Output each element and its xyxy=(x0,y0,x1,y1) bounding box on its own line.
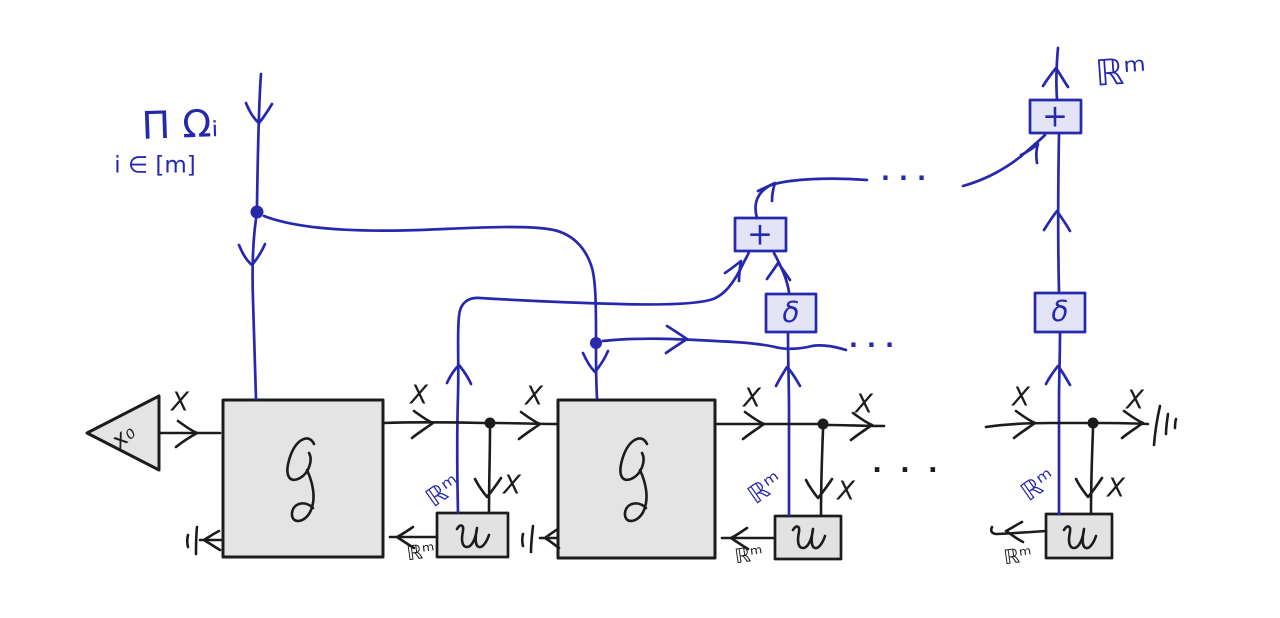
delta-label: δ xyxy=(1051,295,1068,328)
down-arrowhead-icon xyxy=(581,349,610,374)
right-arrowhead-icon xyxy=(174,419,199,449)
u-block-1 xyxy=(435,511,510,559)
state-space-label: X xyxy=(501,471,522,501)
state-junction-3 xyxy=(1087,417,1099,429)
rm-feedback-label: ℝᵐ xyxy=(1002,542,1033,570)
left-arrowhead-icon xyxy=(543,527,561,550)
state-to-u3-line xyxy=(1089,427,1095,515)
u-block-3 xyxy=(1044,512,1114,560)
plus-label: + xyxy=(1042,99,1068,135)
rm-feedback-label: ℝᵐ xyxy=(405,538,436,566)
state-junction-1 xyxy=(484,417,496,429)
delta1-to-plus1-line xyxy=(772,251,791,294)
state-space-label: X xyxy=(741,384,762,414)
measure-continue-line xyxy=(601,337,848,352)
up-right-arrowhead-icon xyxy=(1019,142,1040,165)
g-block-1 xyxy=(221,398,385,559)
terminator-bar-icon xyxy=(529,524,535,554)
right-arrowhead-icon xyxy=(664,324,689,355)
up-arrowhead-icon xyxy=(445,363,473,386)
up-arrowhead-icon xyxy=(1044,364,1072,387)
u2-to-delta1-line xyxy=(786,332,791,517)
output-space-label: ℝᵐ xyxy=(1094,50,1148,94)
down-arrowhead-icon xyxy=(237,242,267,267)
to-g2-line xyxy=(494,421,558,426)
u3-output-line xyxy=(989,525,1048,536)
measure-to-g1-line xyxy=(251,217,258,401)
up-arrowhead-icon xyxy=(1041,66,1070,89)
plus-label: + xyxy=(747,217,773,253)
rm-space-label: ℝᵐ xyxy=(1015,463,1061,507)
down-arrowhead-icon xyxy=(804,477,834,500)
ellipsis-plus-chain: ··· xyxy=(881,164,935,192)
right-arrowhead-icon xyxy=(410,409,435,440)
ellipsis-stages: ··· xyxy=(872,456,956,486)
u1-to-plus1-line xyxy=(455,250,751,514)
up-arrowhead-icon xyxy=(1042,209,1072,233)
terminator-bar-icon xyxy=(1164,412,1170,436)
ellipsis-measure: ··· xyxy=(849,331,903,359)
state-to-u2-line xyxy=(819,428,825,517)
to-next-stage-line xyxy=(827,423,886,428)
measure-distribution-curve xyxy=(262,214,598,339)
right-arrowhead-icon xyxy=(849,411,874,442)
terminator-bar-icon xyxy=(1152,404,1162,447)
state-space-label: X xyxy=(1124,386,1145,416)
up-right-arrowhead-icon xyxy=(723,259,743,283)
delta2-to-plus2-line xyxy=(1056,132,1061,294)
rm-space-label: ℝᵐ xyxy=(742,466,788,510)
down-arrowhead-icon xyxy=(1074,476,1104,499)
right-arrowhead-icon xyxy=(1012,409,1037,440)
left-arrowhead-icon xyxy=(395,525,416,550)
delta-operator-1 xyxy=(764,292,818,334)
state-space-label: X xyxy=(1010,383,1031,413)
down-arrowhead-icon xyxy=(473,476,503,499)
terminator-tick-icon xyxy=(520,532,525,548)
g-block-2 xyxy=(556,398,717,560)
rm-feedback-label: ℝᵐ xyxy=(733,541,764,569)
g1-output-line xyxy=(381,420,486,425)
right-arrowhead-icon xyxy=(517,410,542,441)
up-right-arrowhead-icon xyxy=(756,181,777,203)
state-space-label: X xyxy=(1105,474,1126,504)
state-space-label: X xyxy=(169,388,190,418)
state-to-u1-line xyxy=(487,427,492,513)
product-measure-label: Π Ωᵢ xyxy=(141,101,219,148)
left-arrowhead-icon xyxy=(202,529,222,552)
plus-operator-2 xyxy=(1028,98,1083,135)
terminator-bar-icon xyxy=(194,525,199,556)
up-arrowhead-icon xyxy=(774,365,802,388)
plus-operator-1 xyxy=(733,216,788,253)
chain-to-plus2-line xyxy=(961,133,1047,188)
delta-operator-2 xyxy=(1033,291,1087,334)
measure-junction-2 xyxy=(590,337,602,349)
state-space-label: X xyxy=(835,477,856,507)
up-arrowhead-icon xyxy=(765,261,792,282)
state-space-label: X xyxy=(523,382,544,412)
state-space-label: X xyxy=(853,390,874,420)
u3-to-delta2-line xyxy=(1057,331,1062,516)
down-arrowhead-icon xyxy=(244,101,274,125)
terminator-tick-icon xyxy=(185,533,190,549)
u-block-2 xyxy=(773,514,843,561)
right-arrowhead-icon xyxy=(741,410,766,441)
left-arrowhead-icon xyxy=(729,526,750,551)
last-stage-input-line xyxy=(984,421,1089,429)
left-arrowhead-icon xyxy=(1004,520,1025,544)
terminator-tick-icon xyxy=(1173,417,1178,430)
state-junction-2 xyxy=(817,418,829,430)
right-arrowhead-icon xyxy=(1120,409,1145,440)
plus2-output-line xyxy=(1054,46,1060,101)
product-index-label: i ∈ [m] xyxy=(114,153,195,179)
measure-input-line xyxy=(255,72,263,207)
state-space-label: X xyxy=(408,381,429,411)
delta-label: δ xyxy=(782,296,799,329)
measure-junction-1 xyxy=(250,205,264,219)
measure-to-g2-line xyxy=(594,347,599,400)
